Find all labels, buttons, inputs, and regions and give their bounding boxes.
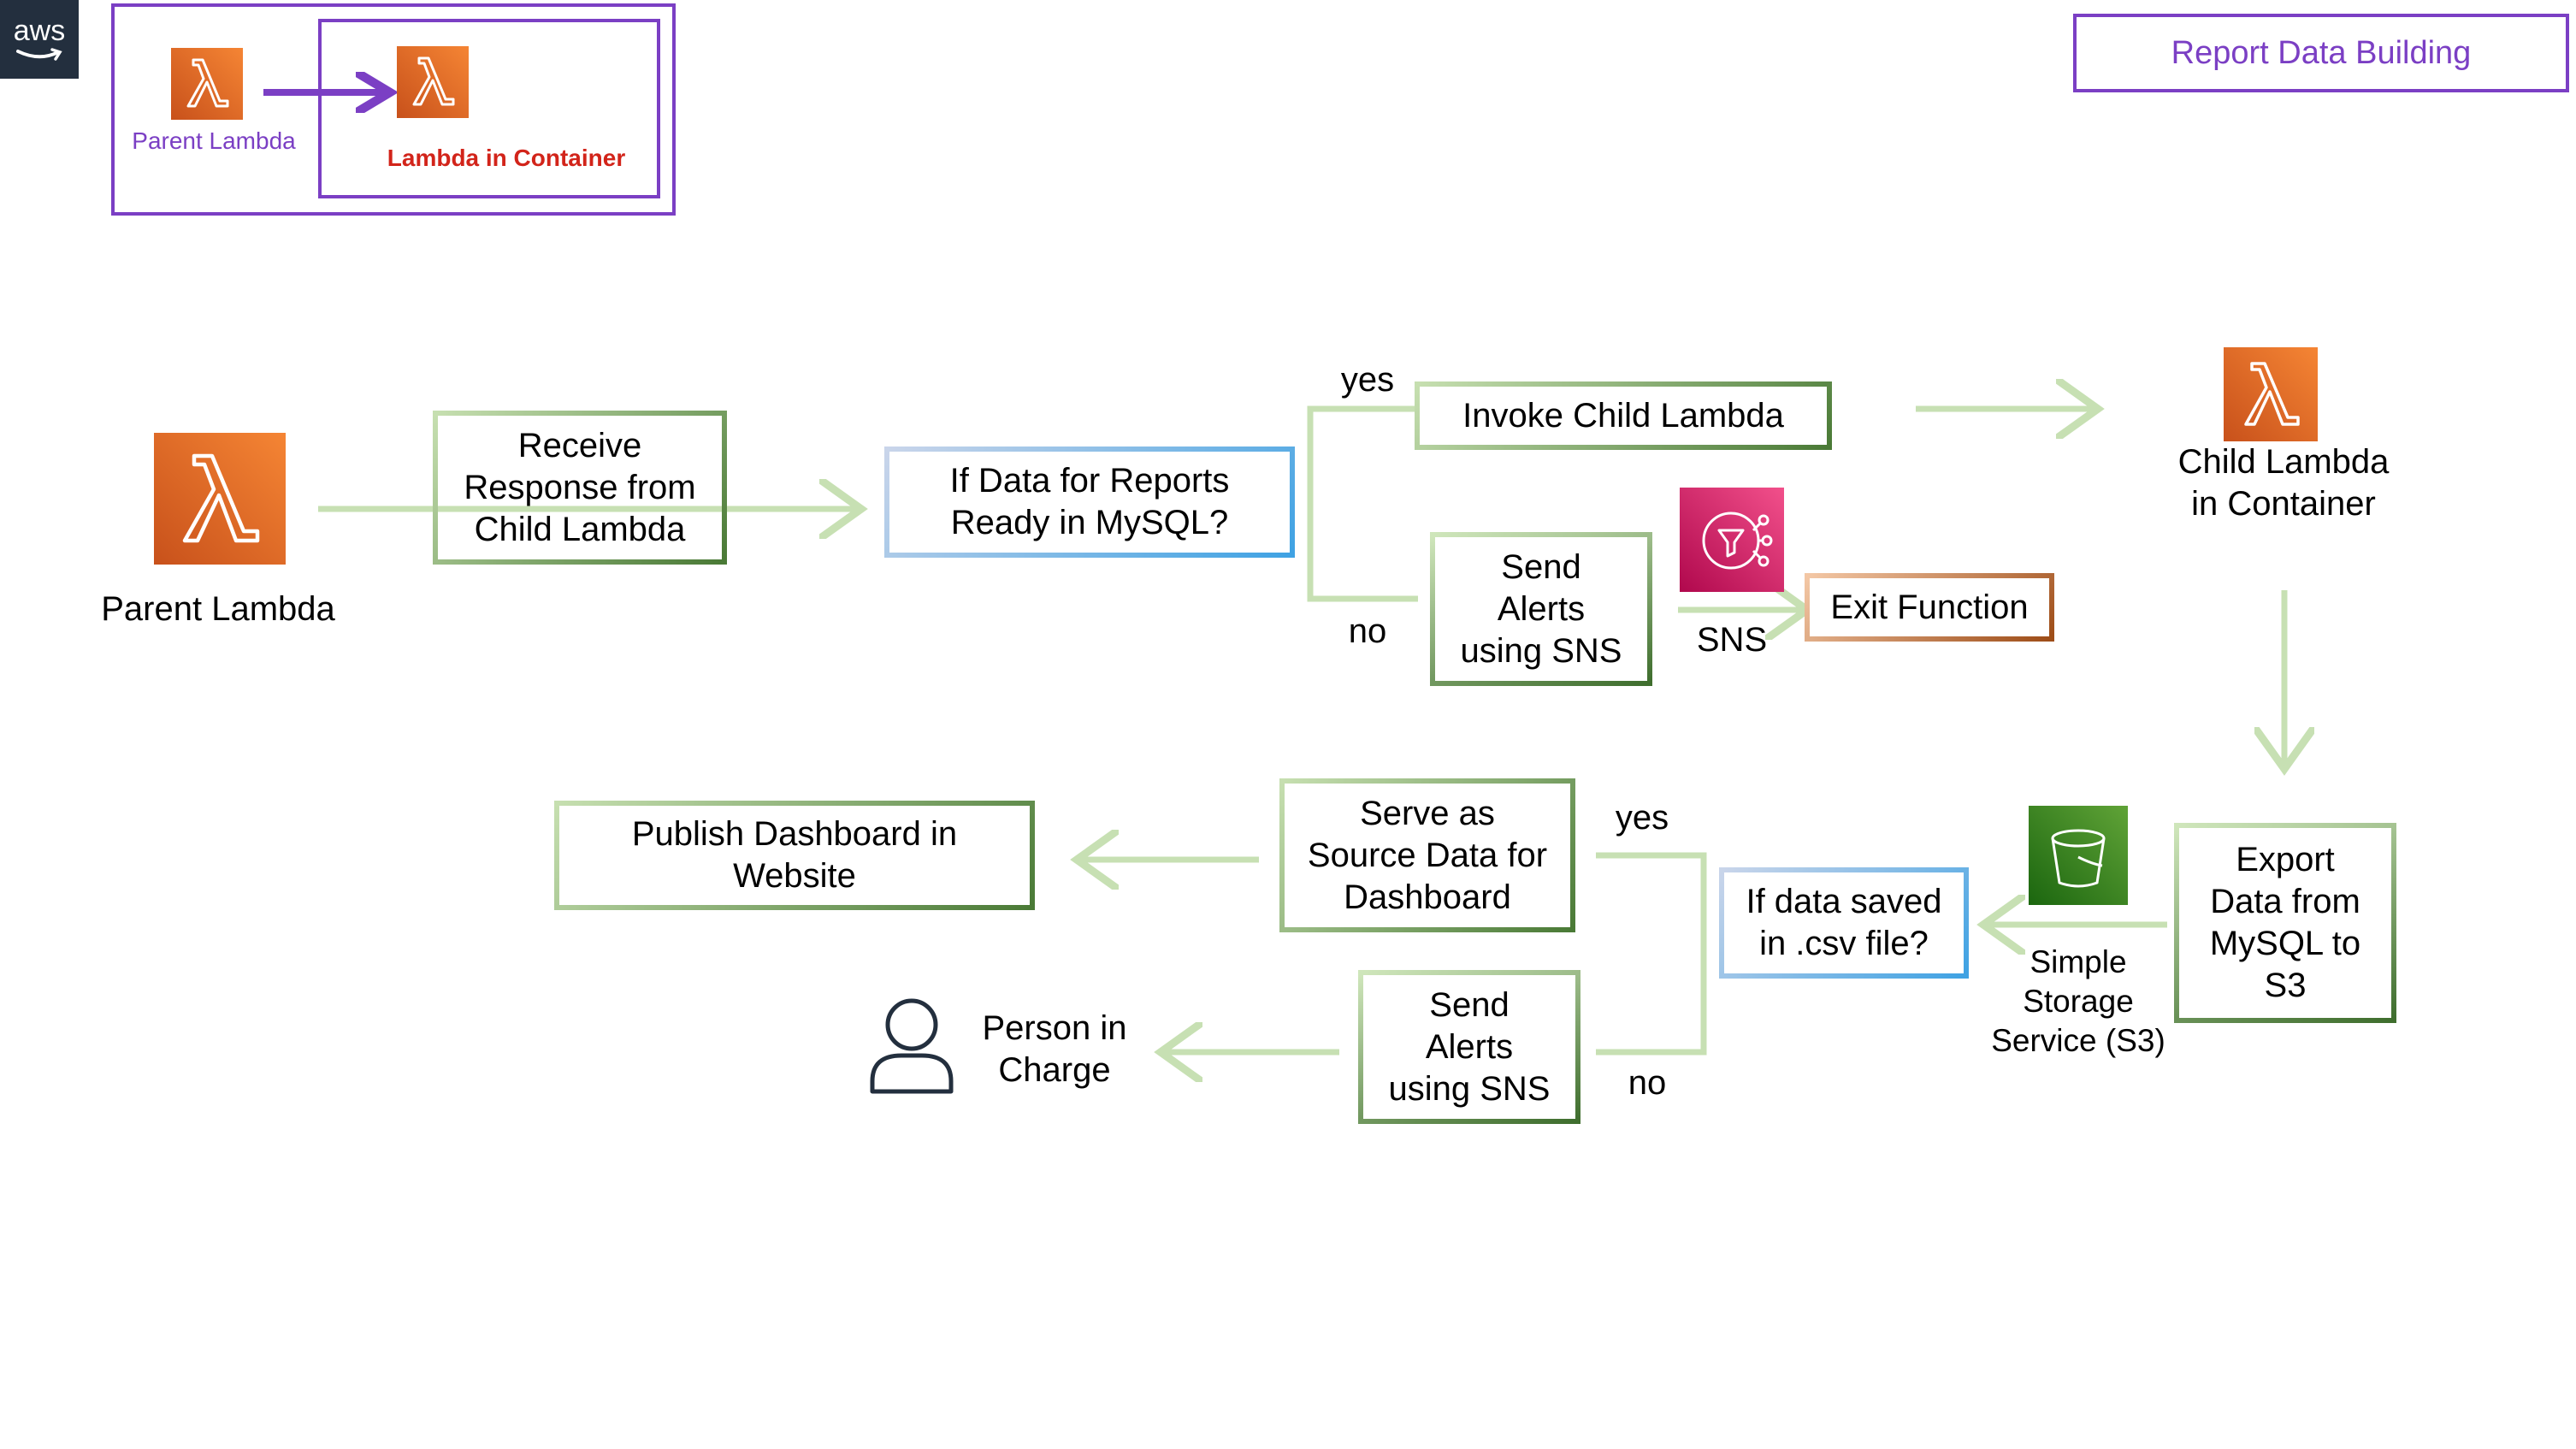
no-label-bottom: no bbox=[1628, 1064, 1667, 1102]
s3-bucket-icon bbox=[2029, 806, 2128, 905]
yes-label-bottom: yes bbox=[1615, 799, 1669, 837]
legend-container-lambda-icon bbox=[397, 46, 469, 118]
child-lambda-label: Child Lambda in Container bbox=[2177, 443, 2390, 523]
receive-response-box: Receive Response from Child Lambda bbox=[433, 411, 727, 565]
legend-frame bbox=[111, 3, 676, 216]
aws-logo-text: aws bbox=[13, 15, 66, 47]
parent-lambda-icon bbox=[154, 433, 286, 565]
data-ready-decision: If Data for Reports Ready in MySQL? bbox=[884, 447, 1295, 558]
sns-label: SNS bbox=[1696, 621, 1768, 659]
send-alerts-bottom-box: Send Alerts using SNS bbox=[1358, 970, 1580, 1124]
connector-csv-fork bbox=[1596, 852, 1707, 1056]
child-lambda-icon bbox=[2224, 347, 2318, 441]
aws-logo: aws bbox=[0, 0, 79, 79]
export-data-box: Export Data from MySQL to S3 bbox=[2174, 823, 2396, 1023]
sns-icon bbox=[1680, 488, 1784, 592]
person-in-charge-label: Person in Charge bbox=[982, 1009, 1127, 1089]
invoke-child-lambda-box: Invoke Child Lambda bbox=[1415, 381, 1832, 450]
connector-decision-fork bbox=[1307, 405, 1418, 602]
legend-parent-lambda-icon bbox=[171, 48, 243, 120]
legend-container-label: Lambda in Container bbox=[387, 145, 626, 171]
send-alerts-top-box: Send Alerts using SNS bbox=[1430, 532, 1652, 686]
legend-parent-label: Parent Lambda bbox=[132, 127, 296, 154]
csv-saved-decision: If data saved in .csv file? bbox=[1719, 867, 1969, 979]
publish-dashboard-box: Publish Dashboard in Website bbox=[554, 801, 1035, 910]
legend-container-frame bbox=[318, 19, 660, 198]
no-label-top: no bbox=[1348, 612, 1387, 650]
serve-source-data-box: Serve as Source Data for Dashboard bbox=[1279, 778, 1575, 932]
diagram-title: Report Data Building bbox=[2171, 34, 2472, 71]
yes-label-top: yes bbox=[1340, 361, 1395, 399]
title-box: Report Data Building bbox=[2073, 14, 2569, 92]
s3-label: Simple Storage Service (S3) bbox=[1991, 944, 2165, 1058]
person-icon bbox=[870, 998, 954, 1094]
aws-smile-icon bbox=[16, 48, 62, 61]
parent-lambda-label: Parent Lambda bbox=[101, 590, 335, 628]
exit-function-box: Exit Function bbox=[1805, 573, 2054, 642]
